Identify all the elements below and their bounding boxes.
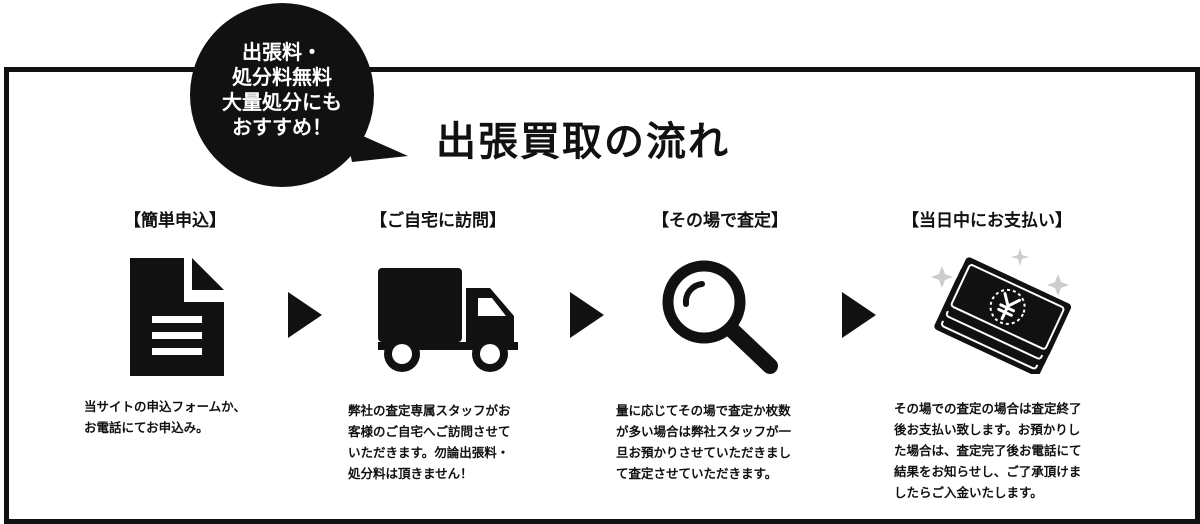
step-desc-line: したらご入金いたします。 <box>894 485 1043 500</box>
badge-line: 大量処分にも <box>222 90 342 114</box>
step-label-visit: 【ご自宅に訪問】 <box>370 211 506 231</box>
arrow-right-icon <box>570 292 604 338</box>
step-desc-line: 旦お預かりさせていただきまし <box>616 445 792 460</box>
step-desc-line: お電話にてお申込み。 <box>84 420 209 435</box>
step-desc-line: 処分料は頂きません！ <box>348 466 473 481</box>
step-desc-line: て査定させていただきます。 <box>616 466 778 481</box>
step-label-appraisal: 【その場で査定】 <box>652 211 788 231</box>
step-desc-line: 弊社の査定専属スタッフがお <box>348 403 511 418</box>
badge-line: 出張料・ <box>242 40 322 64</box>
step-desc-line: 結果をお知らせし、ご了承頂けま <box>894 464 1082 479</box>
step-desc-line: その場での査定の場合は査定終了 <box>894 401 1082 416</box>
step-desc-line: 客様のご自宅へご訪問させて <box>348 424 511 439</box>
badge-text: 出張料・ 処分料無料 大量処分にも おすすめ！ <box>196 40 368 140</box>
step-desc-line: いただきます。勿論出張料・ <box>348 445 510 460</box>
step-label-payment: 【当日中にお支払い】 <box>902 211 1072 231</box>
step-desc-line: 量に応じてその場で査定か枚数 <box>616 403 791 418</box>
arrow-right-icon <box>842 292 876 338</box>
step-desc-payment: その場での査定の場合は査定終了 後お支払い致します。お預かりし た場合は、査定完… <box>894 398 1082 503</box>
yen-bills-icon <box>931 248 1072 374</box>
step-desc-line: 後お支払い致します。お預かりし <box>894 422 1081 437</box>
step-desc-appraisal: 量に応じてその場で査定か枚数 が多い場合は弊社スタッフが一 旦お預かりさせていた… <box>616 400 791 484</box>
step-desc-visit: 弊社の査定専属スタッフがお 客様のご自宅へご訪問させて いただきます。勿論出張料… <box>348 400 511 484</box>
truck-icon <box>378 268 518 372</box>
step-desc-line: が多い場合は弊社スタッフが一 <box>616 424 792 439</box>
arrow-right-icon <box>288 292 322 338</box>
step-desc-line: 当サイトの申込フォームか、 <box>84 399 246 414</box>
badge-line: おすすめ！ <box>232 115 332 139</box>
step-desc-apply: 当サイトの申込フォームか、 お電話にてお申込み。 <box>84 396 246 438</box>
document-icon <box>130 258 224 376</box>
magnifier-icon <box>662 260 778 374</box>
badge-speech-bubble <box>190 3 408 187</box>
step-label-apply: 【簡単申込】 <box>124 211 226 231</box>
step-desc-line: た場合は、査定完了後お電話にて <box>894 443 1082 458</box>
badge-line: 処分料無料 <box>232 65 332 89</box>
page-title: 出張買取の流れ <box>436 119 730 165</box>
